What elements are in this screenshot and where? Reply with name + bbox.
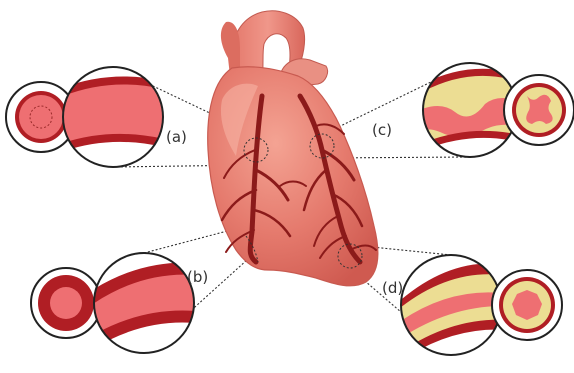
panel-c: (c) [372, 63, 574, 157]
panel-d: (d) [382, 255, 562, 365]
panel-c-cross-section [504, 75, 574, 145]
panel-a: (a) [6, 67, 187, 167]
panel-c-label: (c) [372, 121, 392, 139]
panel-d-cross-section [492, 270, 562, 340]
heart [208, 11, 378, 286]
panel-b-cross-section [31, 268, 101, 338]
panel-b: (b) [31, 253, 208, 353]
panel-b-label: (b) [187, 268, 208, 286]
panel-a-label: (a) [166, 128, 187, 146]
panel-d-label: (d) [382, 279, 403, 297]
panel-a-longitudinal [55, 67, 175, 167]
